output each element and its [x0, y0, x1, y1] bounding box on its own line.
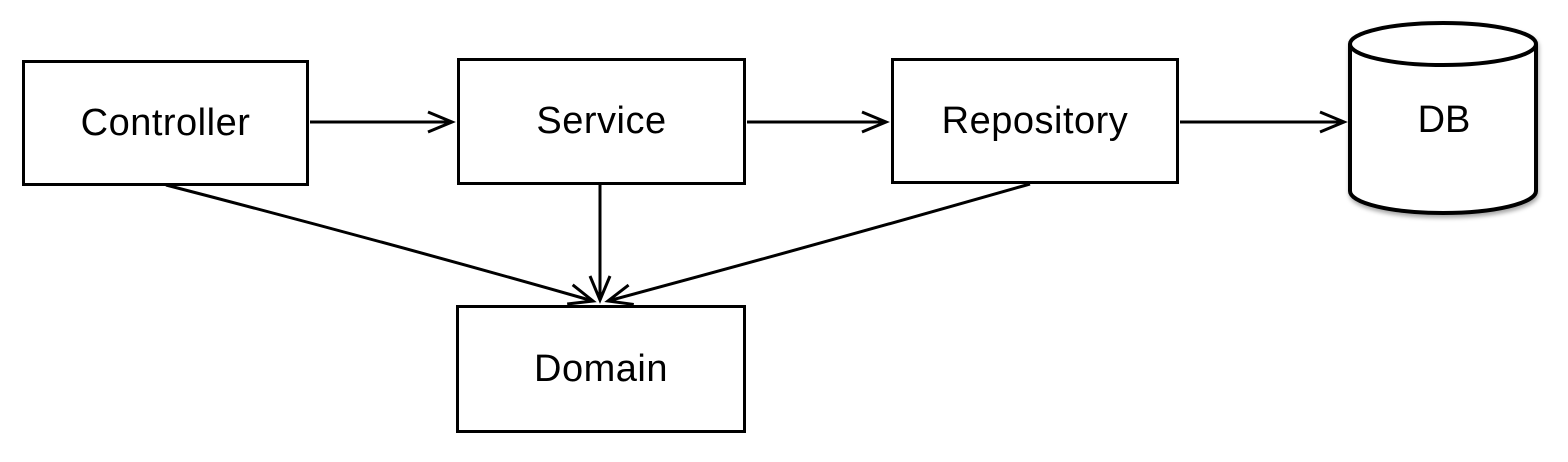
node-domain: Domain — [456, 305, 746, 433]
edge-controller-domain — [165, 183, 597, 306]
db-cylinder-body — [1348, 44, 1538, 215]
node-controller: Controller — [22, 60, 309, 186]
node-service: Service — [457, 58, 746, 185]
node-repository: Repository — [891, 58, 1179, 184]
node-repository-label: Repository — [941, 99, 1129, 142]
db-cylinder-shape — [1348, 21, 1538, 215]
node-domain-label: Domain — [534, 347, 668, 390]
db-cylinder-top — [1348, 21, 1538, 67]
node-db-label: DB — [1417, 98, 1471, 141]
node-service-label: Service — [536, 100, 667, 142]
edge-repository-domain — [604, 182, 1031, 306]
node-controller-label: Controller — [80, 101, 251, 144]
node-db: DB — [1350, 55, 1538, 185]
